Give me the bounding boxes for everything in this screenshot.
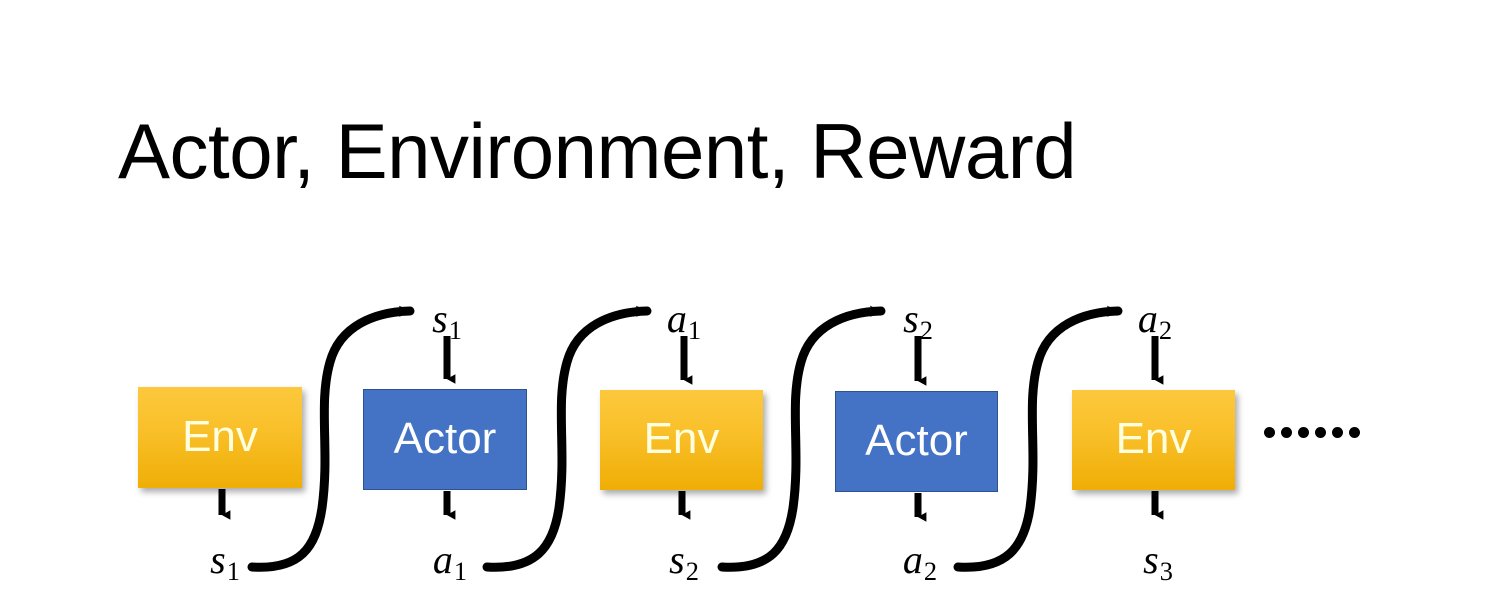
actor-box-1[interactable]: Actor — [363, 389, 527, 490]
actor-box-2-label: Actor — [865, 415, 968, 465]
env-box-3[interactable]: Env — [1072, 390, 1235, 490]
action-label-a1-bottom: a1 — [432, 537, 468, 587]
action-label-a1-top: a1 — [666, 296, 702, 346]
ellipsis-dot — [1332, 427, 1343, 438]
env-box-1[interactable]: Env — [138, 387, 302, 488]
actor-box-1-label: Actor — [393, 413, 497, 463]
ellipsis-dot — [1281, 427, 1292, 438]
env-box-1-label: Env — [182, 411, 258, 461]
action-label-a2-top: a2 — [1137, 296, 1173, 346]
state-label-s2-top: s2 — [903, 296, 933, 346]
env-box-2[interactable]: Env — [600, 390, 763, 490]
ellipsis-continuation — [1264, 427, 1360, 438]
ellipsis-dot — [1315, 427, 1326, 438]
ellipsis-dot — [1349, 427, 1360, 438]
state-label-s2-bottom: s2 — [669, 537, 699, 587]
ellipsis-dot — [1298, 427, 1309, 438]
state-label-s3-bottom: s3 — [1143, 537, 1173, 587]
action-label-a2-bottom: a2 — [902, 537, 938, 587]
env-box-3-label: Env — [1115, 414, 1192, 463]
state-label-s1-bottom: s1 — [210, 537, 240, 587]
down-arrows-out-of-boxes — [218, 489, 1164, 522]
down-arrows-into-boxes — [443, 336, 1164, 386]
state-label-s1-top: s1 — [432, 296, 462, 346]
ellipsis-dot — [1264, 427, 1275, 438]
env-box-2-label: Env — [643, 414, 720, 463]
actor-box-2[interactable]: Actor — [835, 391, 998, 492]
page-title: Actor, Environment, Reward — [118, 107, 1077, 195]
